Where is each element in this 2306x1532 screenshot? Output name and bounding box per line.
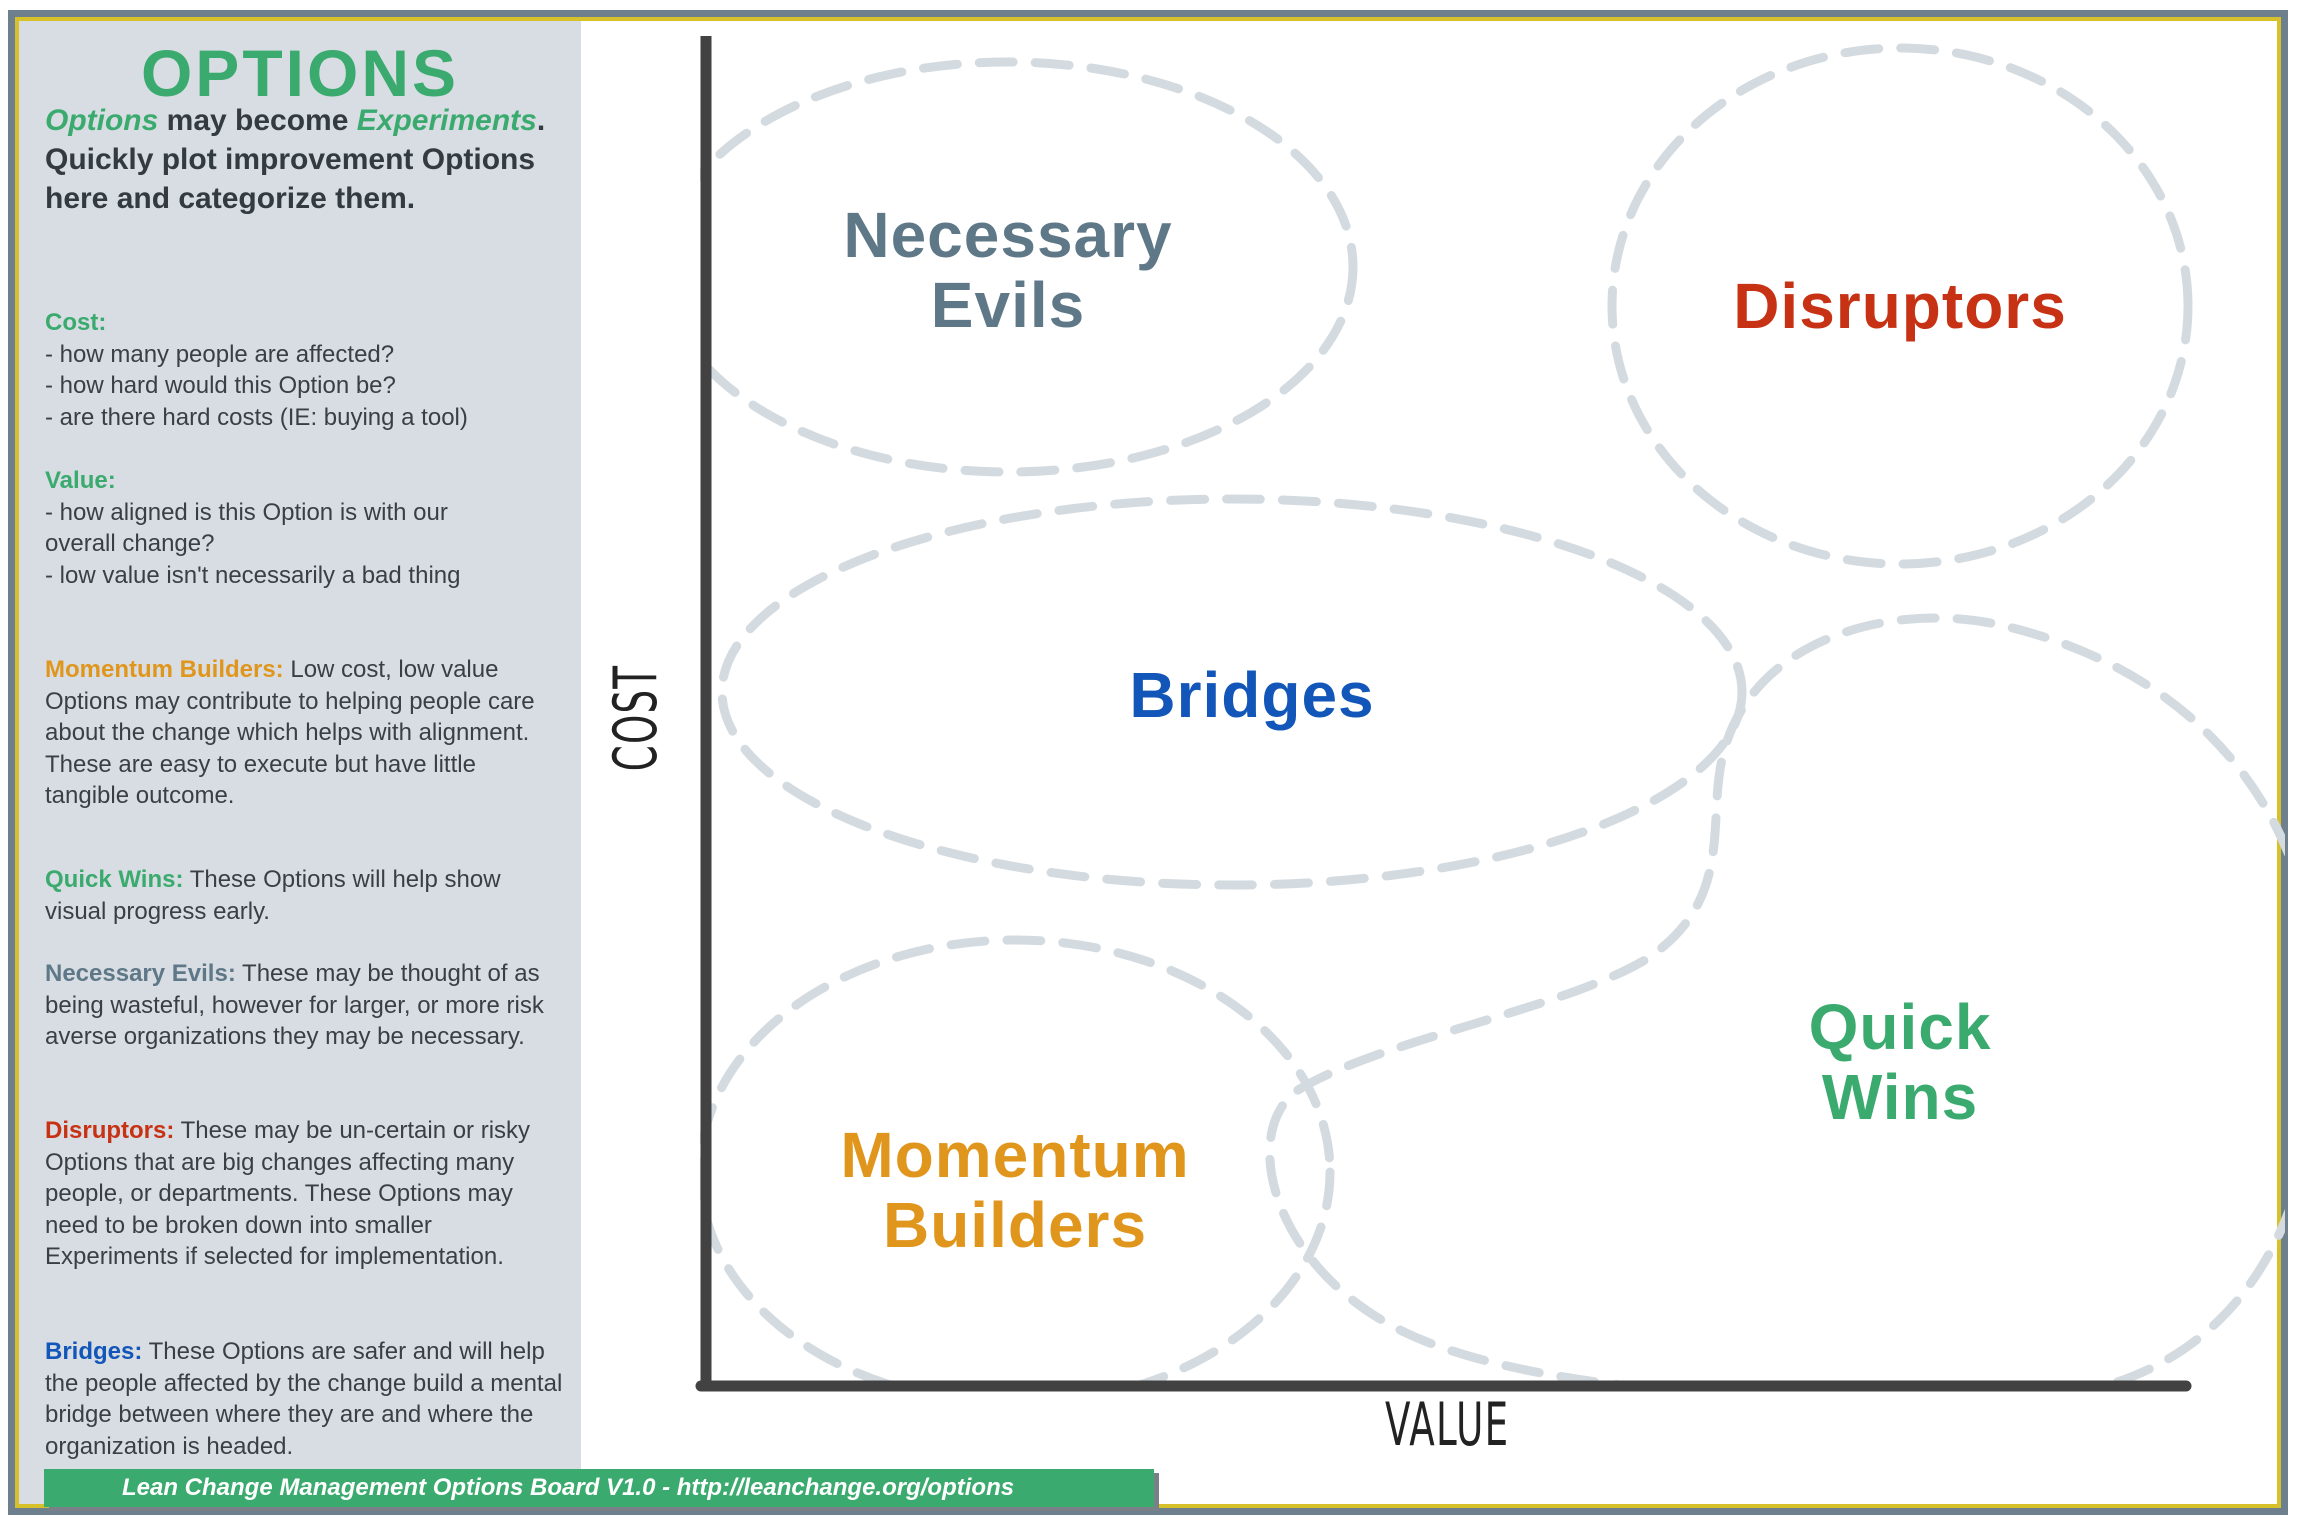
definition-text: Low cost, low value Options may contribu… bbox=[45, 656, 535, 809]
definition-text: These Options will help show visual prog… bbox=[45, 866, 501, 925]
intro-text-2: . Quickly plot improvement Options here … bbox=[45, 104, 546, 215]
momentum-builders-outline bbox=[700, 935, 1335, 1386]
disruptors-outline bbox=[1607, 43, 2193, 569]
definition-term: Quick Wins: bbox=[45, 866, 184, 893]
footer-link-bar[interactable]: Lean Change Management Options Board V1.… bbox=[44, 1469, 1154, 1507]
zone-label-line: Builders bbox=[882, 1189, 1148, 1261]
definition-text: These Options are safer and will help th… bbox=[45, 1338, 563, 1460]
zone-label-line: Necessary bbox=[843, 199, 1173, 271]
definition-quick-wins: Quick Wins: These Options will help show… bbox=[45, 864, 565, 927]
zone-label-bridges: Bridges bbox=[1129, 660, 1374, 730]
cost-section: Cost: - how many people are affected? - … bbox=[45, 307, 565, 433]
sidebar-title: OPTIONS bbox=[140, 36, 460, 110]
zone-label-line: Wins bbox=[1821, 1061, 1979, 1133]
value-heading: Value: bbox=[45, 467, 116, 494]
zone-label-line: Evils bbox=[930, 269, 1086, 341]
intro-text-1: may become bbox=[158, 104, 357, 137]
definition-term: Bridges: bbox=[45, 1338, 143, 1365]
value-line: - low value isn't necessarily a bad thin… bbox=[45, 561, 461, 589]
value-section: Value: - how aligned is this Option is w… bbox=[45, 465, 515, 591]
definition-disruptors: Disruptors: These may be un-certain or r… bbox=[45, 1115, 565, 1273]
necessary-evils-outline bbox=[700, 57, 1358, 477]
zone-label-line: Bridges bbox=[1129, 659, 1375, 731]
sidebar-intro: Options may become Experiments. Quickly … bbox=[45, 101, 555, 218]
x-axis-label: VALUE bbox=[1385, 1390, 1510, 1460]
definition-text: These may be thought of as being wastefu… bbox=[45, 960, 544, 1050]
zone-label-necessary-evils: Necessary Evils bbox=[843, 200, 1172, 340]
bridges-outline bbox=[717, 494, 1747, 890]
value-line: - how aligned is this Option is with our… bbox=[45, 498, 448, 558]
definition-momentum-builders: Momentum Builders: Low cost, low value O… bbox=[45, 654, 565, 812]
zone-label-momentum-builders: Momentum Builders bbox=[840, 1120, 1189, 1260]
zone-label-line: Disruptors bbox=[1733, 270, 2067, 342]
cost-line: - how hard would this Option be? bbox=[45, 372, 396, 399]
y-axis-label-wrap: COST bbox=[601, 632, 671, 804]
zone-label-quick-wins: Quick Wins bbox=[1809, 992, 1992, 1132]
definition-term: Necessary Evils: bbox=[45, 960, 236, 987]
definition-term: Momentum Builders: bbox=[45, 656, 284, 683]
definition-text: These may be un-certain or risky Options… bbox=[45, 1117, 531, 1270]
intro-word-options: Options bbox=[45, 104, 159, 137]
definition-term: Disruptors: bbox=[45, 1117, 175, 1144]
outer-frame bbox=[8, 10, 2288, 1515]
cost-line: - how many people are affected? bbox=[45, 340, 395, 368]
zone-label-disruptors: Disruptors bbox=[1733, 271, 2067, 341]
quick-wins-outline bbox=[1265, 613, 2285, 1386]
y-axis-label: COST bbox=[601, 664, 671, 772]
sidebar: OPTIONS Options may become Experiments. … bbox=[19, 21, 581, 1504]
zone-label-line: Momentum bbox=[840, 1119, 1190, 1191]
cost-line: - are there hard costs (IE: buying a too… bbox=[45, 403, 468, 431]
intro-word-experiments: Experiments bbox=[356, 104, 537, 137]
cost-heading: Cost: bbox=[45, 309, 107, 336]
zone-label-line: Quick bbox=[1808, 991, 1992, 1063]
definition-bridges: Bridges: These Options are safer and wil… bbox=[45, 1336, 565, 1462]
definition-necessary-evils: Necessary Evils: These may be thought of… bbox=[45, 958, 565, 1053]
